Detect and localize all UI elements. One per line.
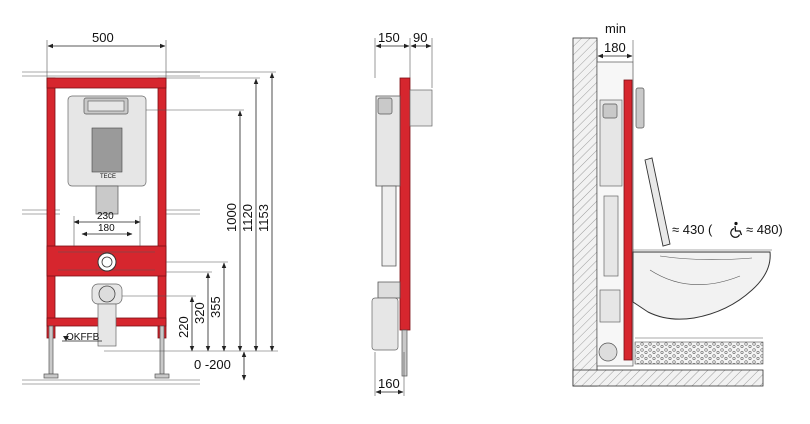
- brand-label-panel: [91, 127, 123, 173]
- floor-slab: [572, 369, 764, 387]
- frame-top-rail: [46, 77, 167, 89]
- side-flush-plate: [409, 89, 433, 127]
- min-label: min: [605, 21, 626, 36]
- height-1153: 1153: [256, 204, 271, 232]
- min-value: 180: [604, 40, 626, 55]
- dim-min-180: min 180: [596, 21, 634, 62]
- inner-width-180: 180: [98, 223, 115, 234]
- floor-screed: [634, 341, 764, 365]
- drain-pipe: [97, 303, 117, 347]
- wheelchair-icon: [730, 221, 743, 238]
- height-1000: 1000: [224, 203, 239, 232]
- side-drain: [371, 297, 399, 351]
- outlet: [91, 252, 123, 347]
- adjust-range: 0 -200: [194, 357, 231, 372]
- floor-marker: OKFFB: [62, 332, 102, 343]
- height-355: 355: [208, 296, 223, 318]
- side-view: 150 90 160: [371, 30, 433, 396]
- cistern: TECE: [67, 95, 147, 215]
- side-frame-post: [399, 77, 411, 331]
- accessible-height-label: ≈ 480): [746, 222, 783, 237]
- bottom-depth: 160: [378, 376, 400, 391]
- frame-right-post: [157, 77, 167, 339]
- cistern-pipe: [95, 185, 119, 215]
- inner-width-230: 230: [97, 211, 114, 222]
- dim-inner-widths: 230 180: [73, 211, 141, 246]
- frame-left-post: [46, 77, 56, 339]
- install-frame-post: [623, 79, 633, 361]
- width-label: 500: [92, 30, 114, 45]
- dim-depths: 150 90: [374, 30, 433, 88]
- side-cistern: [371, 95, 401, 351]
- height-1120: 1120: [240, 204, 255, 232]
- dim-width-500: 500: [46, 30, 167, 78]
- seat-height-annotation: ≈ 430 ( ≈ 480): [672, 221, 783, 238]
- side-foot: [401, 329, 408, 377]
- brand-label: TECE: [100, 174, 116, 180]
- frame-depth: 150: [378, 30, 400, 45]
- frame-feet: [43, 325, 170, 379]
- install-flush-plate: [635, 87, 645, 129]
- seat-height-label: ≈ 430 (: [672, 222, 713, 237]
- floor-marker-label: OKFFB: [66, 332, 100, 343]
- wall-hung-toilet: [632, 157, 772, 320]
- install-view: min 180 ≈ 430 (: [572, 21, 783, 387]
- wall: [572, 37, 598, 387]
- dim-heights: 1153 1120 1000 355 320 220 0 -2: [104, 71, 278, 381]
- plate-depth: 90: [413, 30, 427, 45]
- height-320: 320: [192, 302, 207, 324]
- install-cistern: [599, 99, 623, 187]
- height-220: 220: [176, 316, 191, 338]
- toilet-lid: [644, 157, 671, 247]
- front-view: TECE OKFFB 500: [22, 30, 278, 385]
- dim-bottom-160: 160: [374, 352, 405, 396]
